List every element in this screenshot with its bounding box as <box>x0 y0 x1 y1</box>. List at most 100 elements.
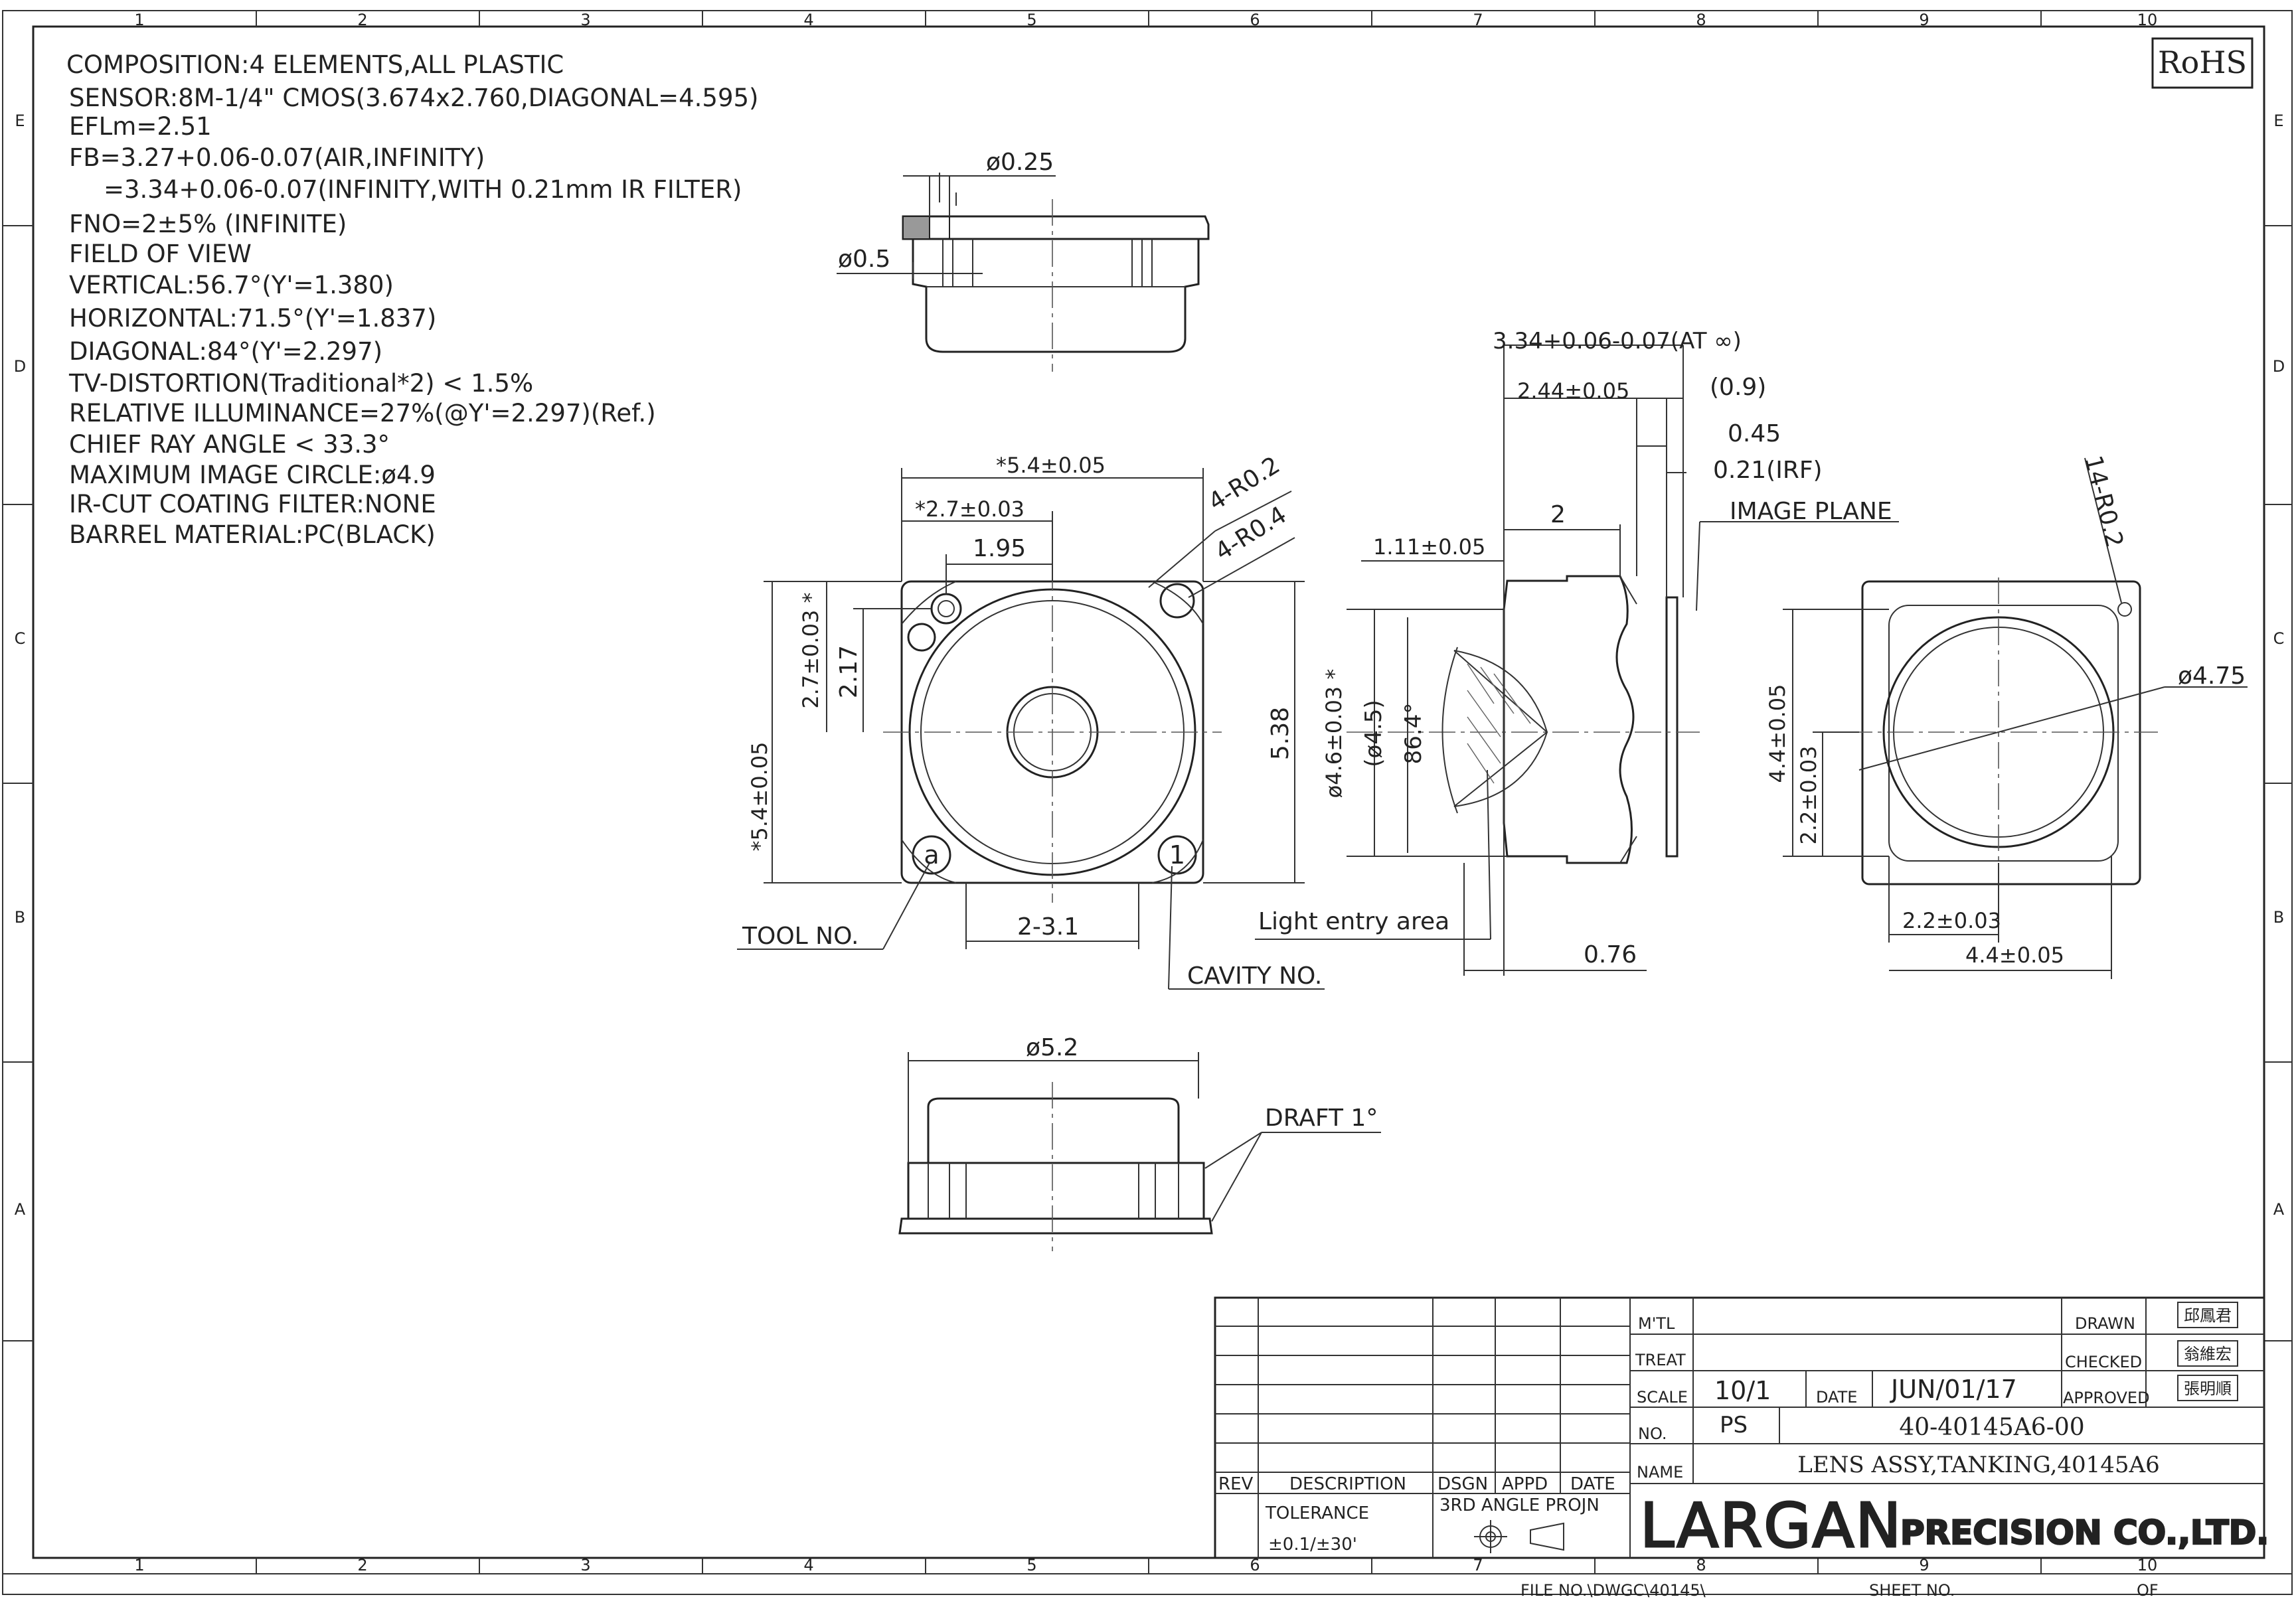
top-view <box>837 173 1210 372</box>
dim-side-076: 0.76 <box>1584 941 1637 968</box>
grid-row-right-b: B <box>2273 908 2284 927</box>
grid-row-left-a: A <box>15 1200 26 1219</box>
rohs-box <box>2151 37 2254 89</box>
bottom-view <box>898 1052 1381 1251</box>
grid-col-bottom-3: 3 <box>580 1556 590 1574</box>
spec-ir-cut: IR-CUT COATING FILTER:NONE <box>69 490 436 518</box>
dim-side-864: 86.4° <box>1400 703 1427 765</box>
back-view <box>1783 457 2248 979</box>
dim-side-045: 0.45 <box>1728 420 1781 447</box>
tb-scale: 10/1 <box>1714 1376 1771 1405</box>
tb-checked: CHECKED <box>2065 1353 2142 1371</box>
grid-col-top-6: 6 <box>1250 11 1260 29</box>
tb-approved-by: 張明順 <box>2184 1379 2232 1398</box>
grid-row-right-d: D <box>2273 357 2285 376</box>
label-draft: DRAFT 1° <box>1265 1105 1378 1132</box>
grid-col-bottom-8: 8 <box>1696 1556 1706 1574</box>
dim-side-d46: ø4.6±0.03 * <box>1321 669 1347 799</box>
grid-col-bottom-10: 10 <box>2137 1556 2158 1574</box>
dim-back-44v: 4.4±0.05 <box>1765 684 1790 783</box>
tb-approved: APPROVED <box>2063 1389 2150 1407</box>
label-image-plane: IMAGE PLANE <box>1730 498 1892 525</box>
tool-mark: a <box>924 840 939 870</box>
dim-front-195: 1.95 <box>973 535 1026 562</box>
dim-side-09: (0.9) <box>1710 374 1766 401</box>
spec-diagonal: DIAGONAL:84°(Y'=2.297) <box>69 337 382 366</box>
grid-row-right-e: E <box>2273 112 2283 130</box>
side-section-view <box>1255 344 1899 976</box>
tb-mtl: M'TL <box>1638 1314 1675 1333</box>
tb-no-label: NO. <box>1638 1424 1667 1443</box>
grid-col-top-2: 2 <box>357 11 367 29</box>
spec-distortion: TV-DISTORTION(Traditional*2) < 1.5% <box>68 369 533 398</box>
tb-date-col: DATE <box>1570 1474 1615 1494</box>
spec-horizontal: HORIZONTAL:71.5°(Y'=1.837) <box>69 304 436 333</box>
grid-col-bottom-2: 2 <box>357 1556 367 1574</box>
label-light-entry: Light entry area <box>1258 908 1449 935</box>
footer-of: OF <box>2137 1581 2159 1600</box>
tb-projection: 3RD ANGLE PROJN <box>1439 1495 1599 1515</box>
dim-front-width: *5.4±0.05 <box>996 453 1106 478</box>
spec-vertical: VERTICAL:56.7°(Y'=1.380) <box>69 271 394 299</box>
tb-drawn: DRAWN <box>2075 1314 2135 1333</box>
dim-side-334: 3.34+0.06-0.07(AT ∞) <box>1493 328 1742 354</box>
tb-appd: APPD <box>1502 1474 1548 1494</box>
dim-side-021: 0.21(IRF) <box>1713 457 1823 484</box>
grid-col-top-1: 1 <box>134 11 144 29</box>
dim-back-22v: 2.2±0.03 <box>1796 746 1821 845</box>
grid-row-left-b: B <box>15 908 25 927</box>
grid-row-left-e: E <box>15 112 25 130</box>
spec-barrel: BARREL MATERIAL:PC(BLACK) <box>69 520 436 549</box>
tb-name: LENS ASSY,TANKING,40145A6 <box>1797 1452 2159 1478</box>
dim-front-231: 2-3.1 <box>1017 913 1079 941</box>
dim-front-half-width: *2.7±0.03 <box>915 497 1025 522</box>
grid-row-right-a: A <box>2273 1200 2285 1219</box>
spec-notes: COMPOSITION:4 ELEMENTS,ALL PLASTIC SENSO… <box>66 50 758 549</box>
grid-col-top-7: 7 <box>1473 11 1483 29</box>
dim-top-d05: ø0.5 <box>838 246 890 273</box>
tb-name-label: NAME <box>1637 1463 1683 1482</box>
grid-col-top-4: 4 <box>803 11 813 29</box>
grid-col-top-8: 8 <box>1696 11 1706 29</box>
dim-front-538: 5.38 <box>1267 707 1294 760</box>
dim-back-d475: ø4.75 <box>2178 662 2246 690</box>
label-cavity-no: CAVITY NO. <box>1187 962 1322 990</box>
spec-fov: FIELD OF VIEW <box>69 240 252 268</box>
dim-back-r02: 14-R0.2 <box>2079 453 2128 550</box>
dim-bottom-d52: ø5.2 <box>1026 1034 1078 1061</box>
tb-no-prefix: PS <box>1720 1412 1748 1438</box>
dim-top-d025: ø0.25 <box>986 149 1054 176</box>
grid-col-bottom-7: 7 <box>1473 1556 1483 1574</box>
spec-sensor: SENSOR:8M-1/4" CMOS(3.674x2.760,DIAGONAL… <box>69 84 758 112</box>
spec-fb-air: FB=3.27+0.06-0.07(AIR,INFINITY) <box>69 143 485 172</box>
company-name: PRECISION CO.,LTD. <box>1900 1513 2269 1552</box>
grid-row-right-c: C <box>2273 629 2285 648</box>
grid-col-bottom-1: 1 <box>134 1556 144 1574</box>
dim-side-d45: (ø4.5) <box>1360 700 1387 767</box>
grid-col-top-10: 10 <box>2137 11 2158 29</box>
dim-front-217: 2.17 <box>835 645 862 698</box>
company-logo: LARGAN <box>1640 1490 1902 1561</box>
grid-col-top-5: 5 <box>1026 11 1036 29</box>
tb-scale-label: SCALE <box>1637 1388 1688 1407</box>
tb-rev: REV <box>1218 1474 1253 1494</box>
spec-chief-ray: CHIEF RAY ANGLE < 33.3° <box>69 430 390 459</box>
tb-date: JUN/01/17 <box>1890 1375 2017 1404</box>
grid-col-top-3: 3 <box>580 11 590 29</box>
spec-efl: EFLm=2.51 <box>69 112 212 141</box>
rohs-label: RoHS <box>2158 44 2247 80</box>
footer-sheet-no: SHEET NO. <box>1869 1581 1955 1600</box>
grid-row-left-c: C <box>15 629 26 648</box>
cavity-mark: 1 <box>1169 840 1185 870</box>
dim-side-111: 1.11±0.05 <box>1373 534 1485 560</box>
spec-image-circle: MAXIMUM IMAGE CIRCLE:ø4.9 <box>69 461 436 489</box>
tb-description: DESCRIPTION <box>1289 1474 1406 1494</box>
sheet-frame <box>2 10 2293 1595</box>
grid-col-bottom-4: 4 <box>803 1556 813 1574</box>
title-block <box>1214 1296 2265 1559</box>
grid-col-bottom-6: 6 <box>1250 1556 1260 1574</box>
dim-front-height: *5.4±0.05 <box>747 742 772 852</box>
spec-illuminance: RELATIVE ILLUMINANCE=27%(@Y'=2.297)(Ref.… <box>69 399 656 427</box>
tb-tolerance-value: ±0.1/±30' <box>1268 1535 1357 1555</box>
